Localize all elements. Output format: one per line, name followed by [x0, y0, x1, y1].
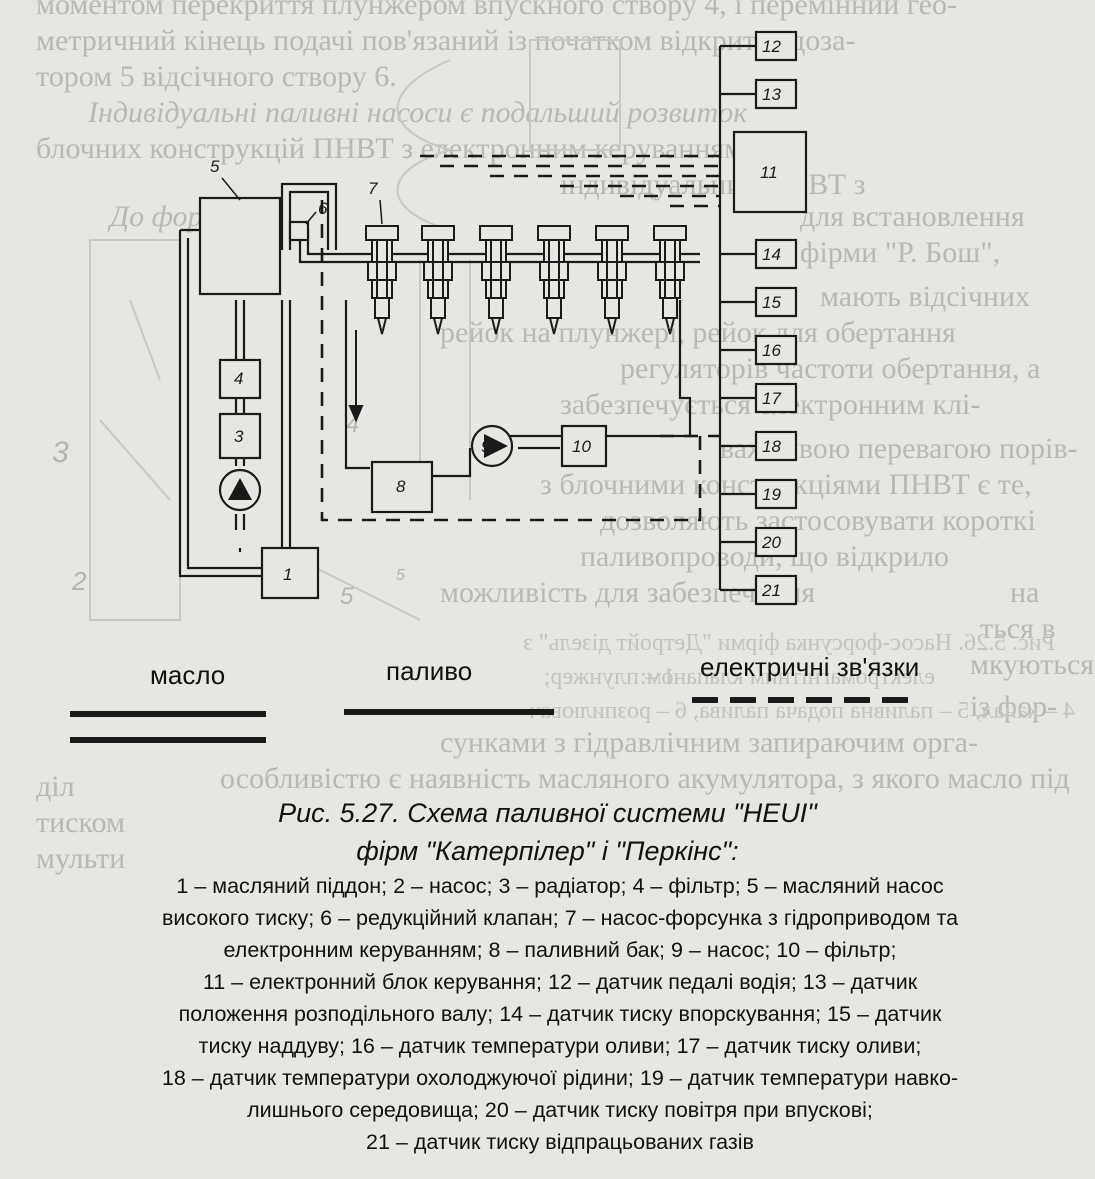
figure-legend: 1 – масляний піддон; 2 – насос; 3 – раді… [70, 870, 1050, 1158]
fuel-lines [344, 300, 692, 478]
component-number: 11 [760, 163, 778, 182]
component-number: 3 [234, 427, 244, 446]
unit-injector [595, 225, 629, 335]
ghost-number: 5 [340, 583, 354, 610]
sensor-box-18 [754, 430, 798, 462]
pump-triangles [228, 434, 508, 500]
legend-line: 21 – датчик тиску відпрацьованих газів [366, 1130, 754, 1154]
sensor-bus [718, 44, 756, 592]
legend-fuel-label: паливо [386, 656, 473, 686]
sensor-box-17 [754, 382, 798, 414]
reducing-valve-box [288, 220, 310, 242]
legend-line: положення розподільного валу; 14 – датчи… [178, 1002, 942, 1026]
sensor-box-13 [754, 78, 798, 110]
legend-line: високого тиску; 6 – редукційний клапан; … [161, 906, 959, 930]
component-number: 15 [762, 293, 781, 312]
sensor-box-15 [754, 286, 798, 318]
fuel-filter-box [560, 424, 608, 468]
sensor-box-16 [754, 334, 798, 366]
electric-lines [320, 154, 720, 522]
legend-samples [70, 697, 912, 743]
sensor-box-21 [754, 574, 798, 606]
component-number: 9 [481, 437, 491, 456]
legend-line: тиску наддуву; 16 – датчик температури о… [198, 1034, 922, 1058]
high-pressure-oil-pump-box [198, 196, 282, 296]
component-number: 14 [762, 245, 781, 264]
unit-injector [653, 225, 687, 335]
legend-oil-label: масло [150, 660, 226, 690]
fuel-flow-arrow [348, 330, 364, 423]
legend-line: 11 – електронний блок керування; 12 – да… [202, 970, 918, 994]
fuel-tank-box [370, 460, 434, 514]
ghost-number: 3 [52, 436, 69, 469]
component-number: 7 [368, 179, 378, 198]
sensor-box-12 [754, 30, 798, 62]
component-number: 2 [233, 481, 244, 500]
legend-line: електронним керуванням; 8 – паливний бак… [223, 938, 897, 962]
component-number: 17 [762, 389, 781, 408]
component-number: 13 [762, 85, 781, 104]
unit-injectors [365, 225, 687, 335]
legend-line: лишнього середовища; 20 – датчик тиску п… [247, 1098, 873, 1122]
sensor-box-14 [754, 238, 798, 270]
oil-pan-box [260, 546, 320, 600]
oil-filter-box [218, 358, 262, 400]
ghost-number: 2 [71, 566, 87, 596]
components [198, 30, 808, 606]
unit-injector [537, 225, 571, 335]
component-number: 19 [762, 485, 781, 504]
component-number: 4 [234, 369, 243, 388]
legend-line: 18 – датчик температури охолоджуючої рід… [161, 1066, 959, 1090]
component-number: 12 [762, 37, 781, 56]
component-number: 21 [761, 581, 781, 600]
unit-injector [421, 225, 455, 335]
background-numbers: 3 2 5 5 4 [52, 411, 405, 610]
ghost-number: 5 [396, 567, 405, 584]
figure-title: Рис. 5.27. Схема паливної системи "HEUI" [278, 798, 817, 828]
sensor-box-19 [754, 478, 798, 510]
component-number: 16 [762, 341, 781, 360]
legend-electric-label: електричні зв'язки [700, 652, 920, 682]
fuel-system-diagram: 3 2 5 5 4 [52, 30, 912, 743]
figure-title-line2: фірм "Катерпілер" і "Перкінс": [356, 836, 739, 866]
ecu-box [732, 130, 808, 214]
legend-line: 1 – масляний піддон; 2 – насос; 3 – раді… [176, 874, 944, 898]
component-number: 18 [762, 437, 781, 456]
unit-injector [365, 225, 399, 335]
leader-lines [221, 177, 383, 225]
component-number: 5 [210, 157, 220, 176]
component-number: 20 [761, 533, 781, 552]
component-number: 8 [396, 477, 406, 496]
sensor-box-20 [754, 526, 798, 558]
radiator-box [218, 412, 262, 460]
component-number: 10 [572, 437, 591, 456]
component-number: 1 [283, 565, 292, 584]
component-number: 6 [318, 199, 328, 218]
unit-injector [479, 225, 513, 335]
